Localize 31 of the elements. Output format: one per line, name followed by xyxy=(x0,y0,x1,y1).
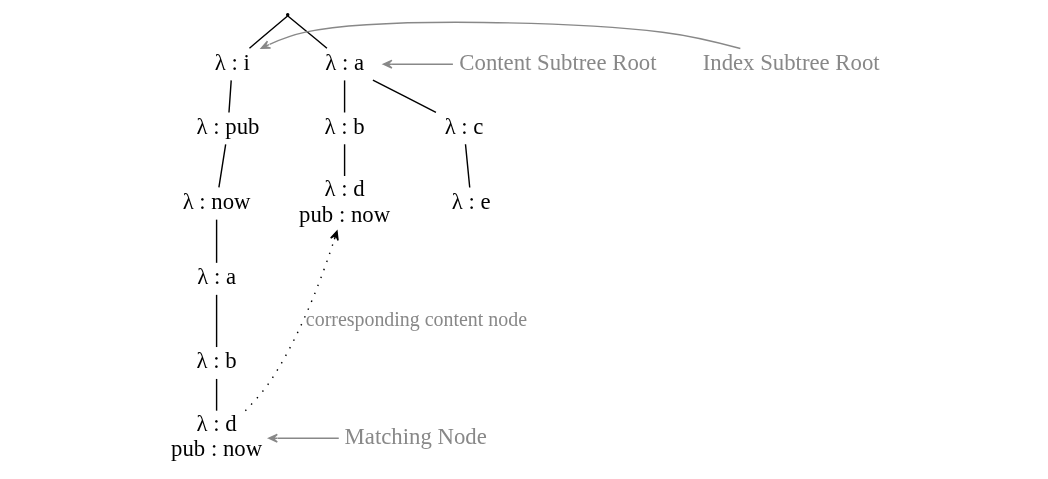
node-point xyxy=(285,13,289,17)
connector xyxy=(248,15,288,49)
node-text: λ : a xyxy=(324,49,364,75)
arrow xyxy=(244,230,339,412)
node-text: λ : d pub : now xyxy=(170,410,262,462)
node-text: λ : a xyxy=(196,264,236,290)
node-text: λ : now xyxy=(182,188,251,214)
node-text: Index Subtree Root xyxy=(702,49,880,75)
arrow xyxy=(382,59,454,69)
node-text: λ : i xyxy=(214,49,250,75)
connector xyxy=(227,79,232,114)
connector xyxy=(343,79,345,114)
node-text: Matching Node xyxy=(344,423,487,449)
connector xyxy=(217,143,226,189)
connector xyxy=(215,218,217,264)
connector xyxy=(215,378,217,412)
connector xyxy=(215,294,217,348)
edge-label: corresponding content node xyxy=(305,308,527,331)
node-text: λ : b xyxy=(196,348,237,374)
node-text: λ : b xyxy=(324,113,365,139)
connector xyxy=(371,79,437,114)
arrow xyxy=(267,433,339,443)
node-text: λ : c xyxy=(444,113,483,139)
node-text: λ : d pub : now xyxy=(298,176,390,227)
node-text: λ : e xyxy=(451,188,491,214)
arrow xyxy=(260,21,741,50)
connector xyxy=(343,143,345,177)
connector xyxy=(286,15,328,49)
node-text: λ : pub xyxy=(196,113,259,139)
connector xyxy=(464,143,470,189)
node-text: Content Subtree Root xyxy=(458,49,656,75)
